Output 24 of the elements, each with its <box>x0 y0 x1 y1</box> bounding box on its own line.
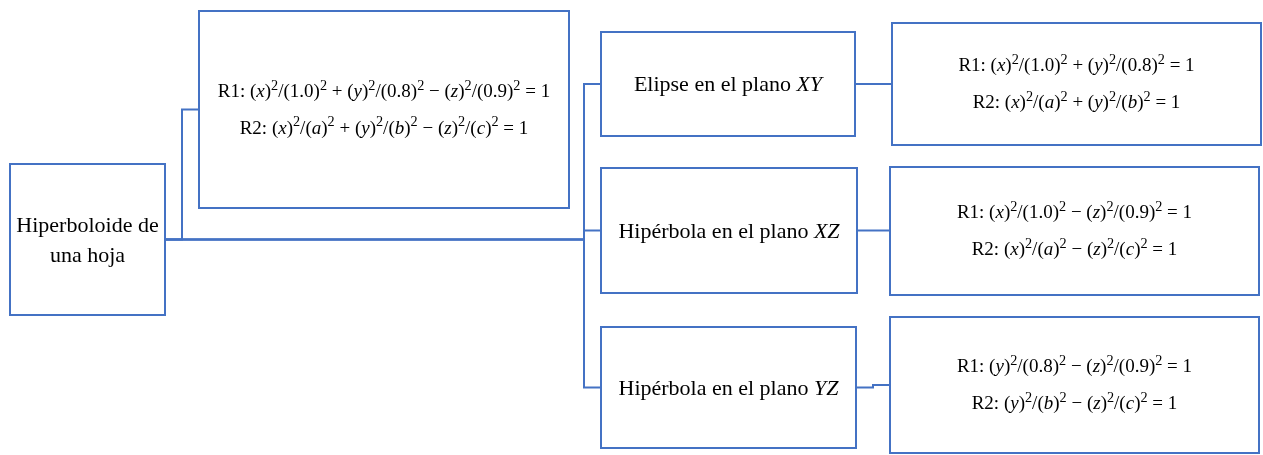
equation-box <box>891 22 1262 146</box>
equation: R2: (y)$^{2}$/(b)$^{2}$ − (z)$^{2}$/(c)$^{2}$ = 1 <box>971 390 1178 415</box>
box-label: Hipérbola en el plano XZ <box>618 216 840 245</box>
equation: R2: (x)$^{2}$/(a)$^{2}$ + (y)$^{2}$/(b)$^{2}$ = 1 <box>972 89 1181 114</box>
process-box <box>600 326 857 449</box>
equation-box <box>198 10 570 209</box>
connector-line <box>856 384 890 389</box>
connector-line <box>855 83 892 85</box>
equation-box <box>889 316 1260 454</box>
box-label: Hipérbola en el plano YZ <box>618 373 839 402</box>
process-box <box>600 31 856 137</box>
equation: R1: (x)$^{2}$/(1.0)$^{2}$ − (z)$^{2}$/(0.9)$^{2}$ = 1 <box>956 199 1193 225</box>
connector-line <box>857 229 890 232</box>
equation: R1: (y)$^{2}$/(0.8)$^{2}$ − (z)$^{2}$/(0.9)$^{2}$ = 1 <box>956 353 1193 379</box>
equation: R1: (x)$^{2}$/(1.0)$^{2}$ + (y)$^{2}$/(0.8)$^{2}$ − (z)$^{2}$/(0.9)$^{2}$ = 1 <box>217 77 551 103</box>
equation: R1: (x)$^{2}$/(1.0)$^{2}$ + (y)$^{2}$/(0.8)$^{2}$ = 1 <box>958 52 1195 78</box>
equation: R2: (x)$^{2}$/(a)$^{2}$ + (y)$^{2}$/(b)$^{2}$ − (z)$^{2}$/(c)$^{2}$ = 1 <box>239 114 529 140</box>
connector-line <box>165 238 601 389</box>
equation-box <box>889 166 1260 296</box>
box-label: Hiperboloide de una hoja <box>15 210 160 269</box>
equation: R2: (x)$^{2}$/(a)$^{2}$ − (z)$^{2}$/(c)$^{2}$ = 1 <box>971 236 1178 261</box>
process-box <box>600 167 858 294</box>
box-label: Elipse en el plano XY <box>633 70 823 99</box>
process-box <box>9 163 166 316</box>
